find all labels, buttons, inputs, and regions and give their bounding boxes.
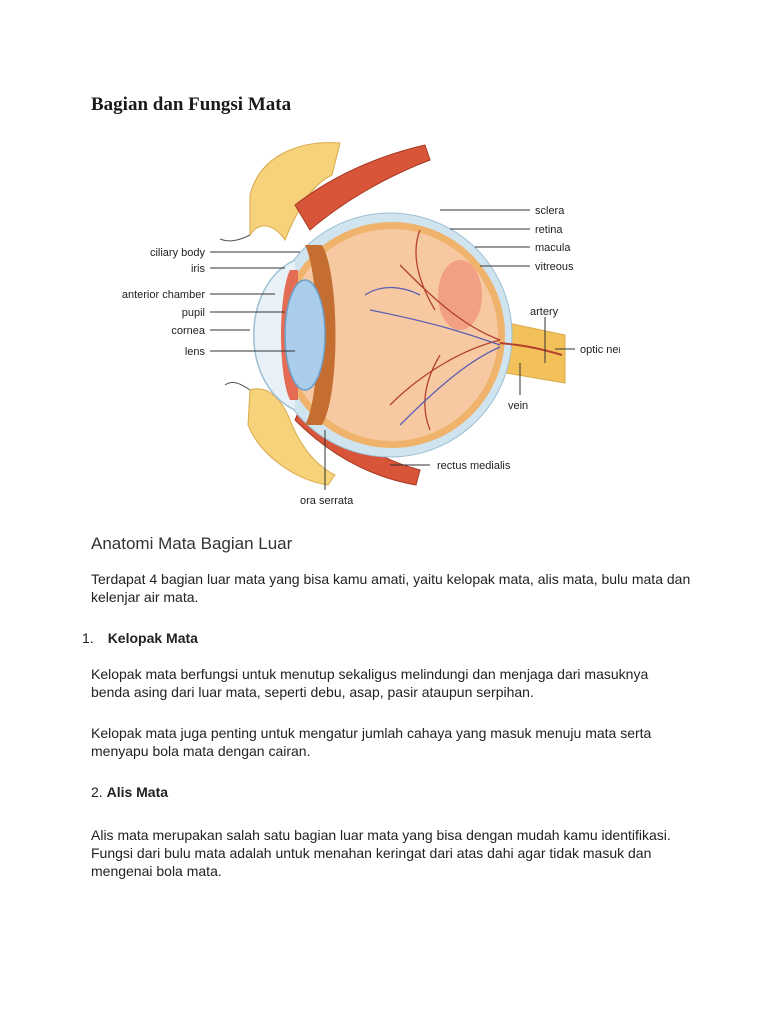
macula [438,260,482,330]
intro-paragraph: Terdapat 4 bagian luar mata yang bisa ka… [91,571,691,605]
section-heading: Anatomi Mata Bagian Luar [91,534,293,553]
label-lens: lens [185,346,206,358]
item-1-paragraph-2: Kelopak mata juga penting untuk mengatur… [91,725,652,759]
upper-eyelash [219,234,251,242]
label-macula: macula [535,242,571,254]
document-title: Bagian dan Fungsi Mata [91,94,292,115]
item-2-heading: 2. Alis Mata [91,784,168,800]
upper-eyelid-fat [249,142,341,242]
label-anterior-chamber: anterior chamber [122,289,205,301]
eye-anatomy-diagram: ciliary body iris anterior chamber pupil… [122,142,620,507]
label-rectus-medialis: rectus medialis [437,460,511,472]
label-sclera: sclera [535,205,565,217]
label-iris: iris [191,263,206,275]
label-vein: vein [508,400,528,412]
item-1-paragraph-1: Kelopak mata berfungsi untuk menutup sek… [91,666,649,700]
label-optic-nerve: optic nerve [580,344,620,356]
lens [284,279,326,391]
label-leader-lines [210,209,575,490]
item-2-paragraph-1: Alis mata merupakan salah satu bagian lu… [91,827,671,879]
label-vitreous: vitreous [535,261,574,273]
item-2-number: 2. [91,784,103,800]
label-artery: artery [530,306,559,318]
item-1-number: 1. [82,630,94,646]
label-retina: retina [535,224,563,236]
item-1-title: Kelopak Mata [107,630,198,646]
blood-vessels [364,229,501,431]
upper-muscle [294,144,431,231]
label-cornea: cornea [171,325,206,337]
label-pupil: pupil [182,307,205,319]
label-ora-serrata: ora serrata [300,495,354,507]
label-ciliary-body: ciliary body [150,247,206,259]
item-1-heading: 1. Kelopak Mata [82,630,198,646]
artery-vein-into-nerve [499,342,563,356]
item-2-title: Alis Mata [106,784,169,800]
lower-eyelash [224,382,251,391]
